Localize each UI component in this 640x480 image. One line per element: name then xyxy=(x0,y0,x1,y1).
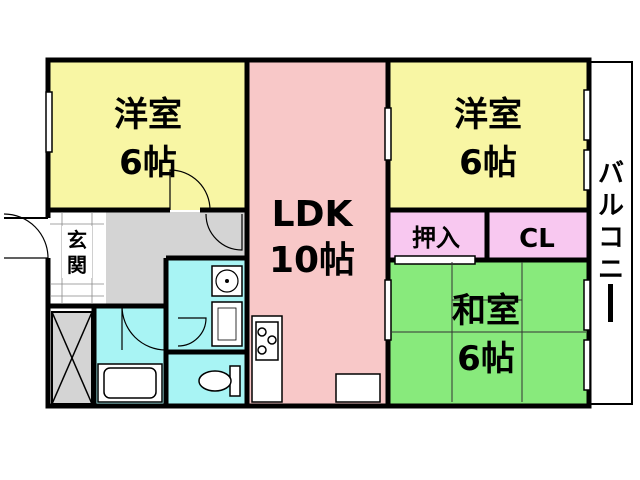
toilet xyxy=(198,365,241,397)
balcony-long-dash xyxy=(608,284,613,322)
tatami-lines xyxy=(391,262,586,402)
genkan-label-bottom: 関 xyxy=(67,253,87,277)
western-left-name: 洋室 xyxy=(114,95,182,135)
western-left-size: 6帖 xyxy=(119,143,177,183)
western-right-size: 6帖 xyxy=(459,143,517,183)
closet-label: CL xyxy=(519,224,555,254)
japanese-size: 6帖 xyxy=(457,339,515,379)
entry-opening xyxy=(44,218,54,258)
balcony-char: ル xyxy=(598,191,624,221)
entry-door-swing xyxy=(3,213,49,259)
ldk-name: LDK xyxy=(272,194,354,235)
bathtub xyxy=(97,363,163,403)
closet xyxy=(489,210,587,260)
room-western-left xyxy=(50,62,246,210)
hallway-floor xyxy=(106,212,246,260)
washing-machine xyxy=(211,301,243,347)
ldk-size: 10帖 xyxy=(269,240,355,281)
japanese-name: 和室 xyxy=(452,291,520,331)
kitchen-counter xyxy=(251,315,381,403)
door-swings xyxy=(121,169,243,351)
hallway-floor-lower xyxy=(106,258,166,304)
western-right-name: 洋室 xyxy=(454,95,522,135)
balcony-char: ニ xyxy=(598,255,624,285)
balcony-label: バ ル コ ニ xyxy=(598,159,624,322)
genkan-label-top: 玄 xyxy=(67,228,87,252)
room-western-right xyxy=(389,62,587,210)
balcony-char: バ xyxy=(598,159,624,189)
oshiire-label: 押入 xyxy=(412,224,460,252)
oshiire xyxy=(389,210,486,260)
balcony-char: コ xyxy=(598,223,624,253)
sliding-doors xyxy=(45,89,591,391)
